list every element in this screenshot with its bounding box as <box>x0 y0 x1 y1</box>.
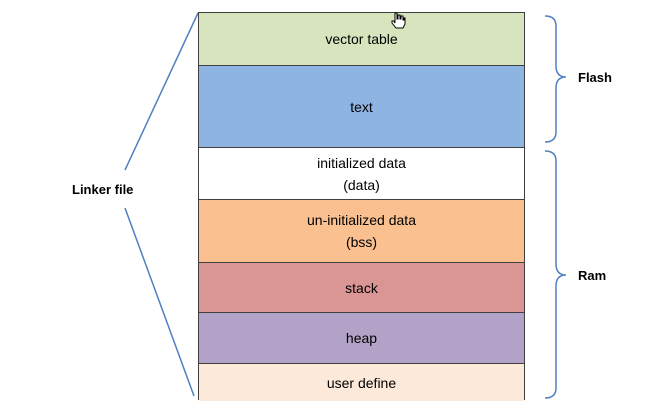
memory-map: vector table text initialized data (data… <box>198 12 525 401</box>
region-text: text <box>199 66 524 148</box>
region-label: initialized data <box>317 154 406 171</box>
region-sublabel: (bss) <box>345 234 378 250</box>
region-label: vector table <box>325 31 398 47</box>
linker-line-bottom <box>124 207 195 397</box>
region-label: text <box>350 98 373 115</box>
region-label: stack <box>345 279 378 296</box>
region-sublabel: (data) <box>343 176 380 193</box>
ram-label: Ram <box>578 268 607 283</box>
region-label: heap <box>345 330 378 346</box>
hand-cursor-icon <box>391 12 406 29</box>
region-vector-table: vector table <box>199 13 524 66</box>
region-label: user define <box>326 374 397 391</box>
region-heap: heap <box>199 313 524 364</box>
ram-brace <box>544 150 567 399</box>
flash-brace <box>544 15 567 143</box>
flash-label: Flash <box>578 70 612 85</box>
region-label: un-initialized data <box>307 212 416 228</box>
linker-file-label: Linker file <box>72 182 134 197</box>
linker-line-top <box>124 12 199 171</box>
region-user-define: user define <box>199 364 524 401</box>
region-initialized-data: initialized data (data) <box>199 148 524 200</box>
region-stack: stack <box>199 263 524 313</box>
region-uninitialized-data: un-initialized data (bss) <box>199 200 524 263</box>
